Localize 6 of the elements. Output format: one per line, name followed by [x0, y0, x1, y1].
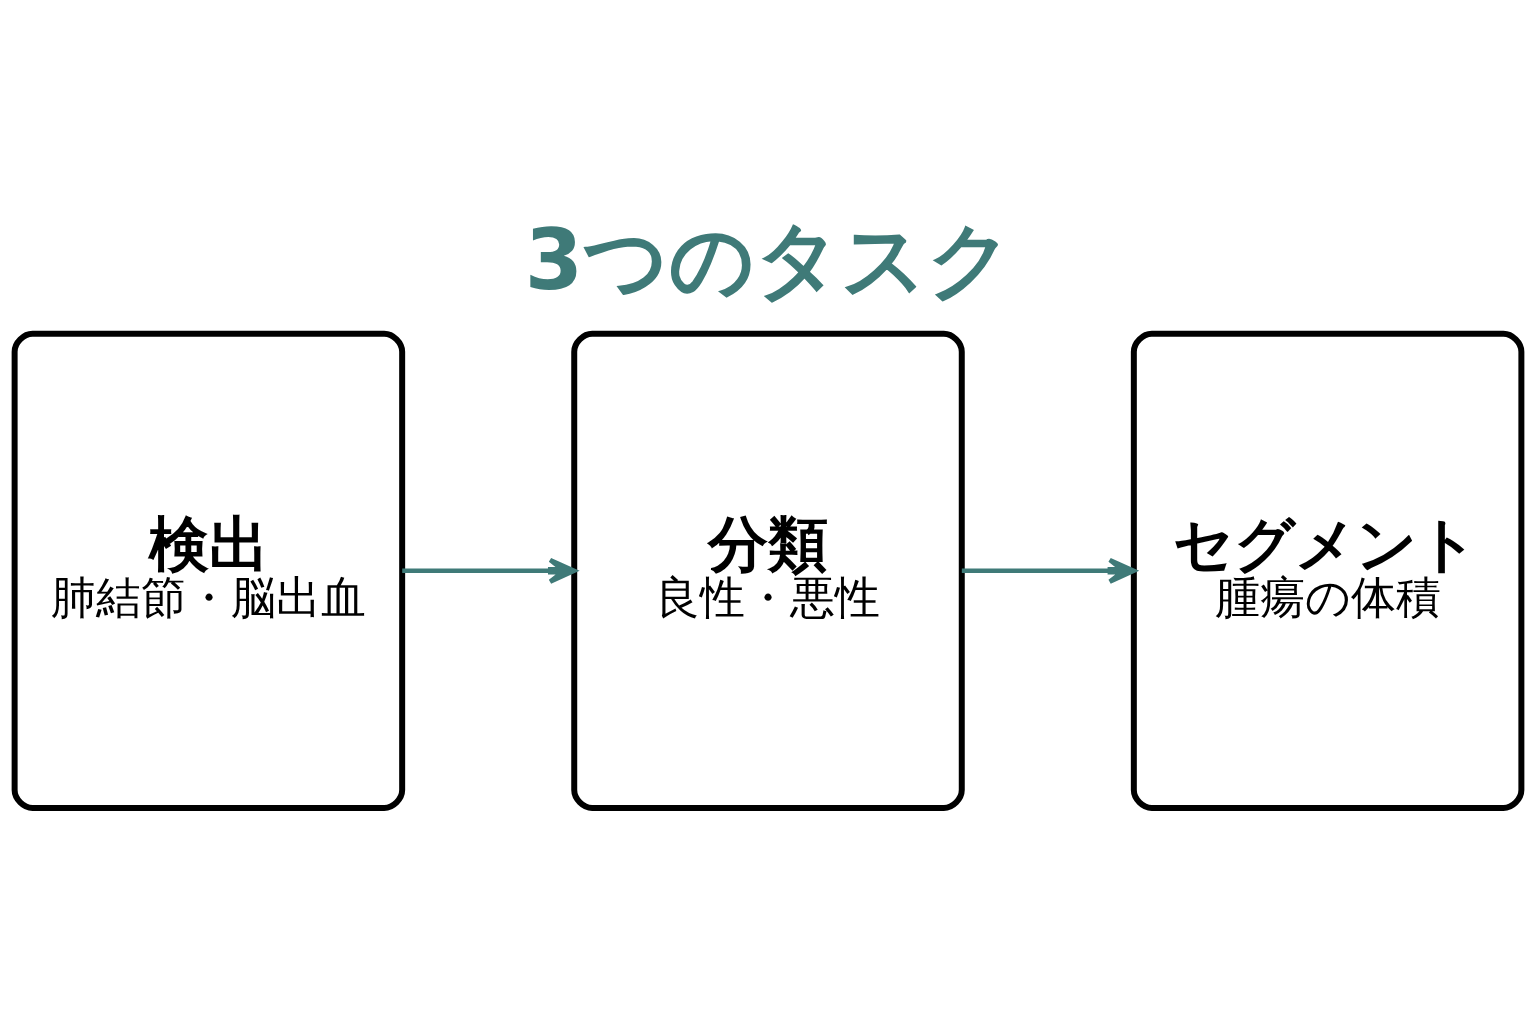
arrow	[402, 557, 577, 584]
node-box: 検出 肺結節・脳出血	[11, 330, 406, 811]
arrow	[961, 557, 1136, 584]
diagram-title: 3つのタスク	[524, 210, 1014, 309]
node-box: 分類 良性・悪性	[571, 330, 965, 811]
node-box: セグメント 腫瘍の体積	[1130, 330, 1525, 811]
